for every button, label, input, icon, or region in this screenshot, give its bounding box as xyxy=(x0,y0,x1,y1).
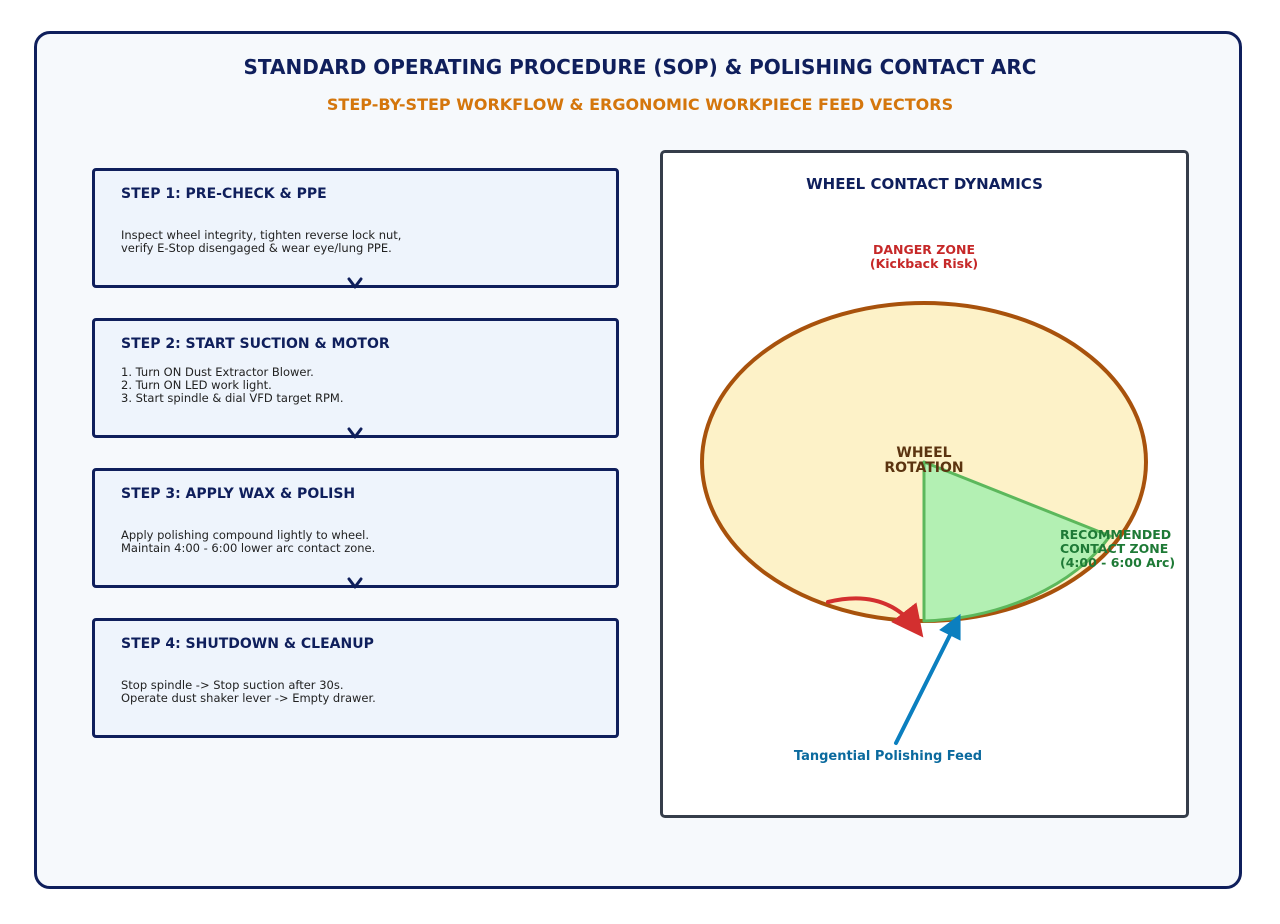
step-3-body: Apply polishing compound lightly to whee… xyxy=(121,528,376,555)
page-title: STANDARD OPERATING PROCEDURE (SOP) & POL… xyxy=(243,55,1037,79)
step-2-title: STEP 2: START SUCTION & MOTOR xyxy=(121,336,390,352)
step-4-title: STEP 4: SHUTDOWN & CLEANUP xyxy=(121,636,374,652)
danger-zone-label: DANGER ZONE (Kickback Risk) xyxy=(869,242,979,271)
panel-title: WHEEL CONTACT DYNAMICS xyxy=(806,175,1043,193)
step-2-body: 1. Turn ON Dust Extractor Blower. 2. Tur… xyxy=(121,365,344,405)
step-1-title: STEP 1: PRE-CHECK & PPE xyxy=(121,186,327,202)
page-subtitle: STEP-BY-STEP WORKFLOW & ERGONOMIC WORKPI… xyxy=(326,95,954,114)
feed-label: Tangential Polishing Feed xyxy=(793,749,983,764)
chevron-down-icon xyxy=(347,277,363,289)
wheel-rotation-label: WHEEL ROTATION xyxy=(884,445,964,476)
step-2-box: STEP 2: START SUCTION & MOTOR 1. Turn ON… xyxy=(92,318,619,438)
step-1-body: Inspect wheel integrity, tighten reverse… xyxy=(121,228,402,255)
step-4-body: Stop spindle -> Stop suction after 30s. … xyxy=(121,678,376,705)
chevron-down-icon xyxy=(347,577,363,589)
step-1-box: STEP 1: PRE-CHECK & PPE Inspect wheel in… xyxy=(92,168,619,288)
step-3-box: STEP 3: APPLY WAX & POLISH Apply polishi… xyxy=(92,468,619,588)
chevron-down-icon xyxy=(347,427,363,439)
recommended-zone-label: RECOMMENDED CONTACT ZONE (4:00 - 6:00 Ar… xyxy=(1060,527,1176,570)
step-3-title: STEP 3: APPLY WAX & POLISH xyxy=(121,486,356,502)
step-4-box: STEP 4: SHUTDOWN & CLEANUP Stop spindle … xyxy=(92,618,619,738)
